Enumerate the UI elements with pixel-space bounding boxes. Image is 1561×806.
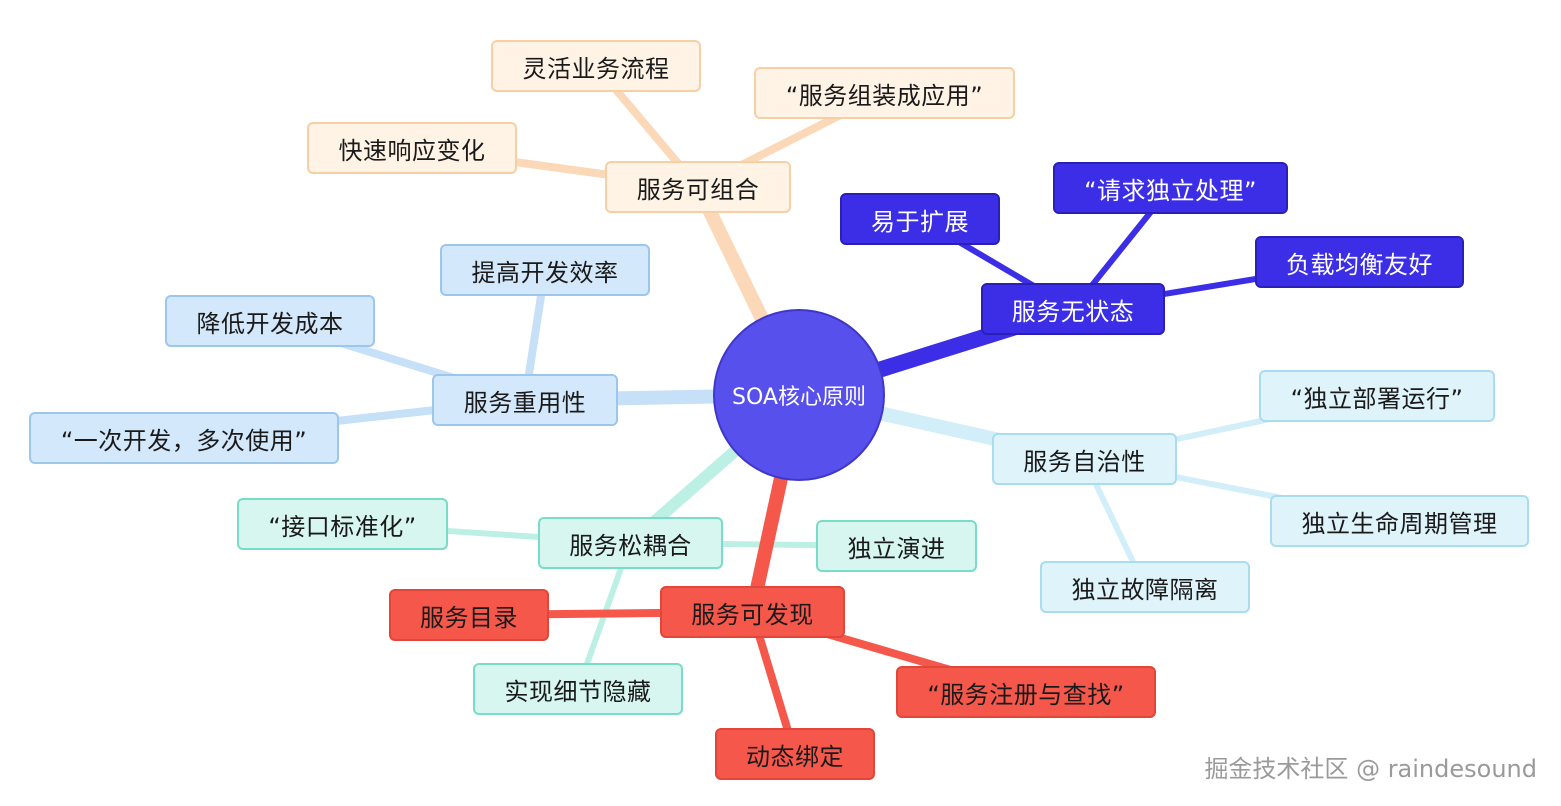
leaf-fast-response: 快速响应变化: [307, 122, 517, 174]
leaf-service-catalog: 服务目录: [389, 589, 549, 641]
leaf-dev-efficiency: 提高开发效率: [440, 244, 650, 296]
leaf-independent-request: “请求独立处理”: [1053, 162, 1288, 214]
leaf-dev-cost: 降低开发成本: [165, 295, 375, 347]
center-node: SOA核心原则: [713, 309, 885, 481]
branch-stateless: 服务无状态: [981, 283, 1165, 335]
leaf-register-lookup: “服务注册与查找”: [896, 666, 1156, 718]
branch-loose-coupling: 服务松耦合: [538, 517, 723, 569]
leaf-load-balance: 负载均衡友好: [1255, 236, 1464, 288]
leaf-flexible-process: 灵活业务流程: [491, 40, 701, 92]
leaf-assemble-apps: “服务组装成应用”: [754, 67, 1015, 119]
leaf-independent-evolve: 独立演进: [816, 520, 977, 572]
branch-autonomous: 服务自治性: [992, 433, 1177, 485]
leaf-easy-scale: 易于扩展: [840, 193, 1000, 245]
branch-composable: 服务可组合: [605, 161, 791, 213]
watermark: 掘金技术社区 @ raindesound: [1204, 755, 1537, 783]
leaf-develop-once: “一次开发，多次使用”: [29, 412, 339, 464]
leaf-hide-details: 实现细节隐藏: [473, 663, 683, 715]
leaf-interface-standard: “接口标准化”: [237, 498, 448, 550]
leaf-independent-deploy: “独立部署运行”: [1259, 370, 1495, 422]
branch-discoverable: 服务可发现: [660, 586, 845, 638]
leaf-lifecycle: 独立生命周期管理: [1270, 495, 1529, 547]
leaf-dynamic-binding: 动态绑定: [715, 728, 875, 780]
branch-reusable: 服务重用性: [432, 374, 618, 426]
leaf-fault-isolation: 独立故障隔离: [1040, 561, 1250, 613]
